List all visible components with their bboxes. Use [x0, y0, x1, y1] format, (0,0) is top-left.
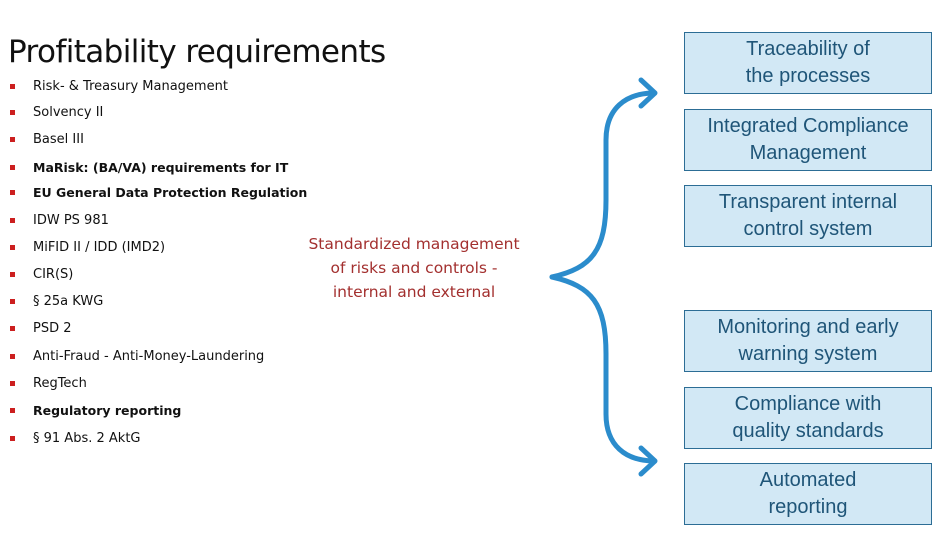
requirement-item: § 91 Abs. 2 AktG [10, 428, 141, 448]
outcome-box-automated-reporting: Automated reporting [684, 463, 932, 525]
bullet-icon [10, 325, 15, 331]
requirement-item: MaRisk: (BA/VA) requirements for IT [10, 157, 288, 177]
bullet-icon [10, 435, 15, 441]
requirement-label: Solvency II [33, 104, 104, 120]
arrow-head-up-icon [638, 77, 658, 109]
requirement-label: RegTech [33, 375, 87, 391]
requirement-label: CIR(S) [33, 266, 74, 282]
requirement-label: MaRisk: (BA/VA) requirements for IT [33, 159, 289, 175]
requirement-item: CIR(S) [10, 264, 73, 284]
requirement-item: Solvency II [10, 102, 103, 122]
requirement-label: Risk- & Treasury Management [33, 78, 228, 94]
outcome-box-internal-control: Transparent internal control system [684, 185, 932, 247]
requirement-item: RegTech [10, 373, 87, 393]
requirement-item: Risk- & Treasury Management [10, 76, 228, 96]
requirement-label: § 25a KWG [33, 293, 104, 309]
requirement-label: IDW PS 981 [33, 212, 109, 228]
outcome-box-traceability: Traceability of the processes [684, 32, 932, 94]
requirement-item: Anti-Fraud - Anti-Money-Laundering [10, 346, 264, 366]
requirement-label: § 91 Abs. 2 AktG [33, 430, 141, 446]
outcome-box-compliance-management: Integrated Compliance Management [684, 109, 932, 171]
arrow-head-down-icon [638, 445, 658, 477]
requirement-label: Regulatory reporting [33, 402, 182, 418]
requirement-item: MiFID II / IDD (IMD2) [10, 237, 165, 257]
requirement-item: IDW PS 981 [10, 210, 109, 230]
bullet-icon [10, 217, 15, 223]
bullet-icon [10, 83, 15, 89]
requirement-label: EU General Data Protection Regulation [33, 184, 308, 200]
center-label: Standardized management of risks and con… [308, 235, 520, 301]
bullet-icon [10, 164, 15, 170]
bullet-icon [10, 189, 15, 195]
outcome-box-monitoring: Monitoring and early warning system [684, 310, 932, 372]
requirement-label: MiFID II / IDD (IMD2) [33, 239, 166, 255]
page-title: Profitability requirements [8, 34, 386, 70]
requirement-item: EU General Data Protection Regulation [10, 182, 307, 202]
requirement-item: Regulatory reporting [10, 400, 181, 420]
bullet-icon [10, 271, 15, 277]
brace-upper-arm [549, 90, 655, 280]
brace-lower-arm [549, 274, 655, 464]
bullet-icon [10, 380, 15, 386]
bullet-icon [10, 109, 15, 115]
bullet-icon [10, 353, 15, 359]
requirement-item: § 25a KWG [10, 291, 103, 311]
requirement-label: Anti-Fraud - Anti-Money-Laundering [33, 348, 265, 364]
bullet-icon [10, 136, 15, 142]
outcome-box-quality-standards: Compliance with quality standards [684, 387, 932, 449]
bullet-icon [10, 298, 15, 304]
bullet-icon [10, 407, 15, 413]
requirement-label: Basel III [33, 131, 84, 147]
requirement-label: PSD 2 [33, 320, 72, 336]
bullet-icon [10, 244, 15, 250]
requirement-item: PSD 2 [10, 318, 72, 338]
requirement-item: Basel III [10, 129, 84, 149]
